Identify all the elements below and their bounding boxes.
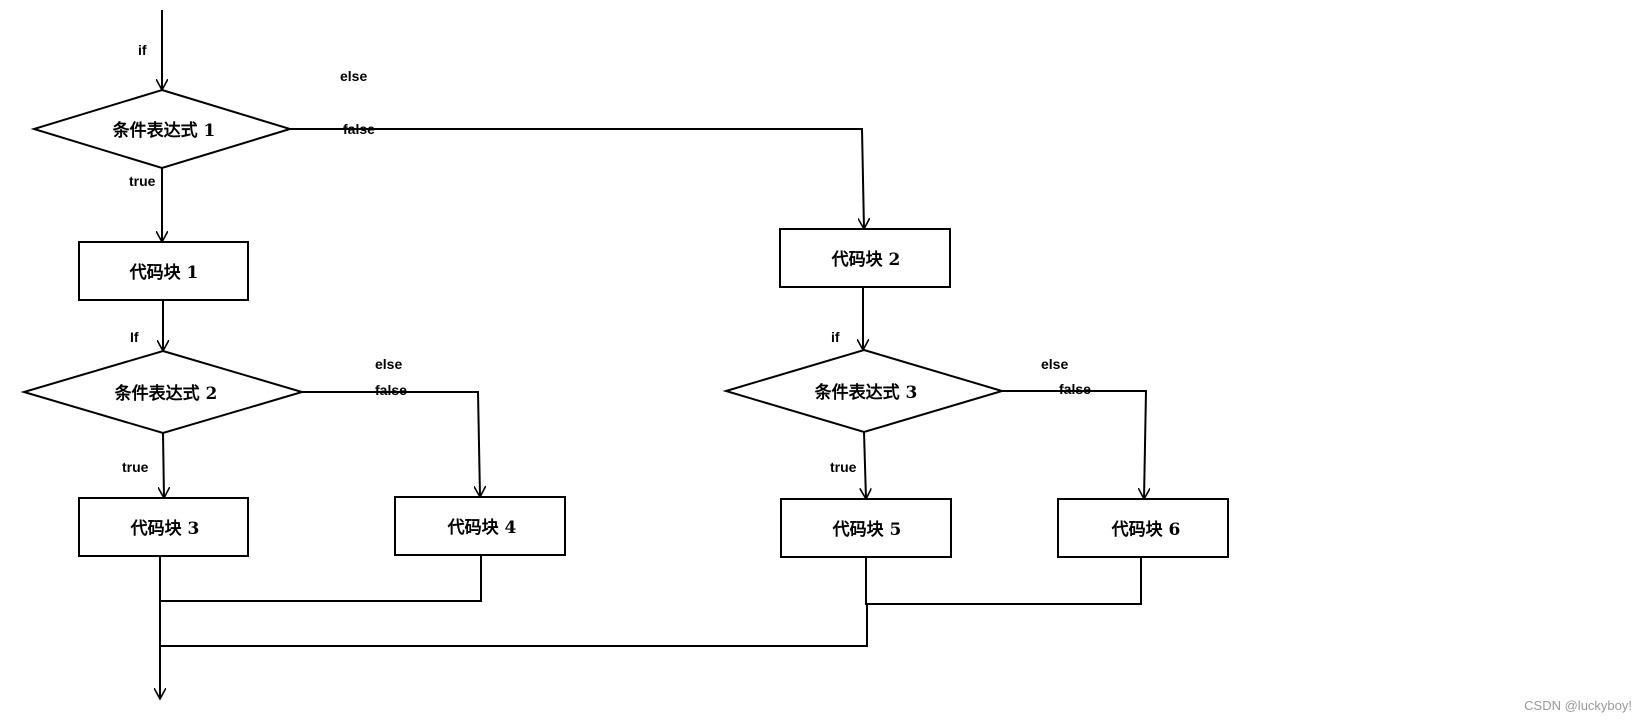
- watermark-text: CSDN @luckyboy!: [1524, 698, 1632, 713]
- block3-label: 代码块 3: [130, 518, 200, 539]
- process-block1: 代码块 1: [78, 241, 249, 301]
- edge-cond2-false: [302, 391, 480, 497]
- label-if-3: if: [831, 329, 840, 345]
- process-block4: 代码块 4: [394, 496, 566, 556]
- label-if-top: if: [138, 42, 147, 58]
- label-false-1: false: [343, 121, 375, 137]
- label-true-3: true: [830, 459, 857, 475]
- block6-label: 代码块 6: [1111, 519, 1181, 540]
- label-else-top: else: [340, 68, 367, 84]
- edge-merge-block5-block6: [865, 557, 1142, 605]
- process-block3: 代码块 3: [78, 497, 249, 557]
- process-block2: 代码块 2: [779, 228, 951, 288]
- decision-cond3: 条件表达式 3: [722, 348, 1006, 434]
- label-else-2: else: [375, 356, 402, 372]
- label-else-3: else: [1041, 356, 1068, 372]
- cond3-label: 条件表达式 3: [814, 382, 918, 403]
- block5-label: 代码块 5: [832, 519, 902, 540]
- label-if-2: If: [130, 329, 139, 345]
- label-true-1: true: [129, 173, 156, 189]
- label-false-2: false: [375, 382, 407, 398]
- edge-cond1-false: [290, 128, 864, 229]
- cond2-label: 条件表达式 2: [114, 383, 218, 404]
- decision-cond1: 条件表达式 1: [30, 88, 294, 170]
- label-true-2: true: [122, 459, 149, 475]
- block1-label: 代码块 1: [129, 262, 199, 283]
- block4-label: 代码块 4: [447, 517, 517, 538]
- process-block5: 代码块 5: [780, 498, 952, 558]
- edge-merge-outer: [160, 604, 868, 647]
- label-false-3: false: [1059, 381, 1091, 397]
- edge-merge-block3-block4: [159, 555, 482, 602]
- block2-label: 代码块 2: [831, 249, 901, 270]
- process-block6: 代码块 6: [1057, 498, 1229, 558]
- edge-cond2-true: [163, 432, 164, 498]
- edge-cond3-true: [864, 431, 866, 499]
- decision-cond2: 条件表达式 2: [20, 349, 306, 435]
- edge-cond3-false: [1002, 390, 1146, 499]
- cond1-label: 条件表达式 1: [112, 120, 216, 141]
